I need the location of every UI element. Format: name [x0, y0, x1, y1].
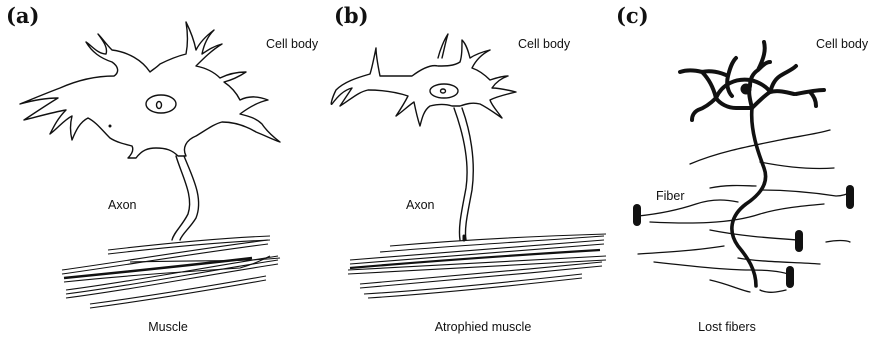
axon-label: Axon — [406, 199, 435, 212]
neuron-nucleolus — [441, 89, 446, 93]
neuron-nucleolus — [157, 102, 162, 109]
axon-label: Axon — [108, 199, 137, 212]
fiber-stump — [846, 185, 854, 209]
neuron-axon — [454, 108, 467, 240]
panel-a-letter: (a) — [6, 5, 39, 26]
cell-body-label: Cell body — [518, 38, 570, 51]
cell-body-label: Cell body — [266, 38, 318, 51]
fiber-label: Fiber — [656, 190, 684, 203]
neuron-nucleus — [430, 84, 458, 98]
neuron-cell-body — [20, 22, 280, 158]
panel-a-drawing — [0, 0, 300, 338]
panel-a: (a) Cell body Axon Muscle — [0, 0, 300, 338]
lost-fibers — [638, 130, 850, 292]
neuron-cell-body — [331, 40, 516, 126]
fiber-stump — [795, 230, 803, 252]
fiber-stump — [633, 204, 641, 226]
cell-body-label: Cell body — [816, 38, 868, 51]
panel-a-caption: Muscle — [148, 321, 188, 334]
fiber-stump — [786, 266, 794, 288]
neuron-nucleus — [741, 84, 752, 95]
muscle-fibers — [62, 236, 280, 308]
neuron-axon — [172, 156, 190, 240]
panel-c: (c) Cell body Fiber Lost fibers — [610, 0, 880, 338]
panel-b-drawing — [320, 0, 620, 338]
panel-b: (b) Cell body Axon Atrophied muscle — [320, 0, 620, 338]
panel-b-caption: Atrophied muscle — [435, 321, 532, 334]
panel-c-caption: Lost fibers — [698, 321, 756, 334]
panel-c-letter: (c) — [616, 5, 649, 26]
panel-b-letter: (b) — [334, 5, 369, 26]
